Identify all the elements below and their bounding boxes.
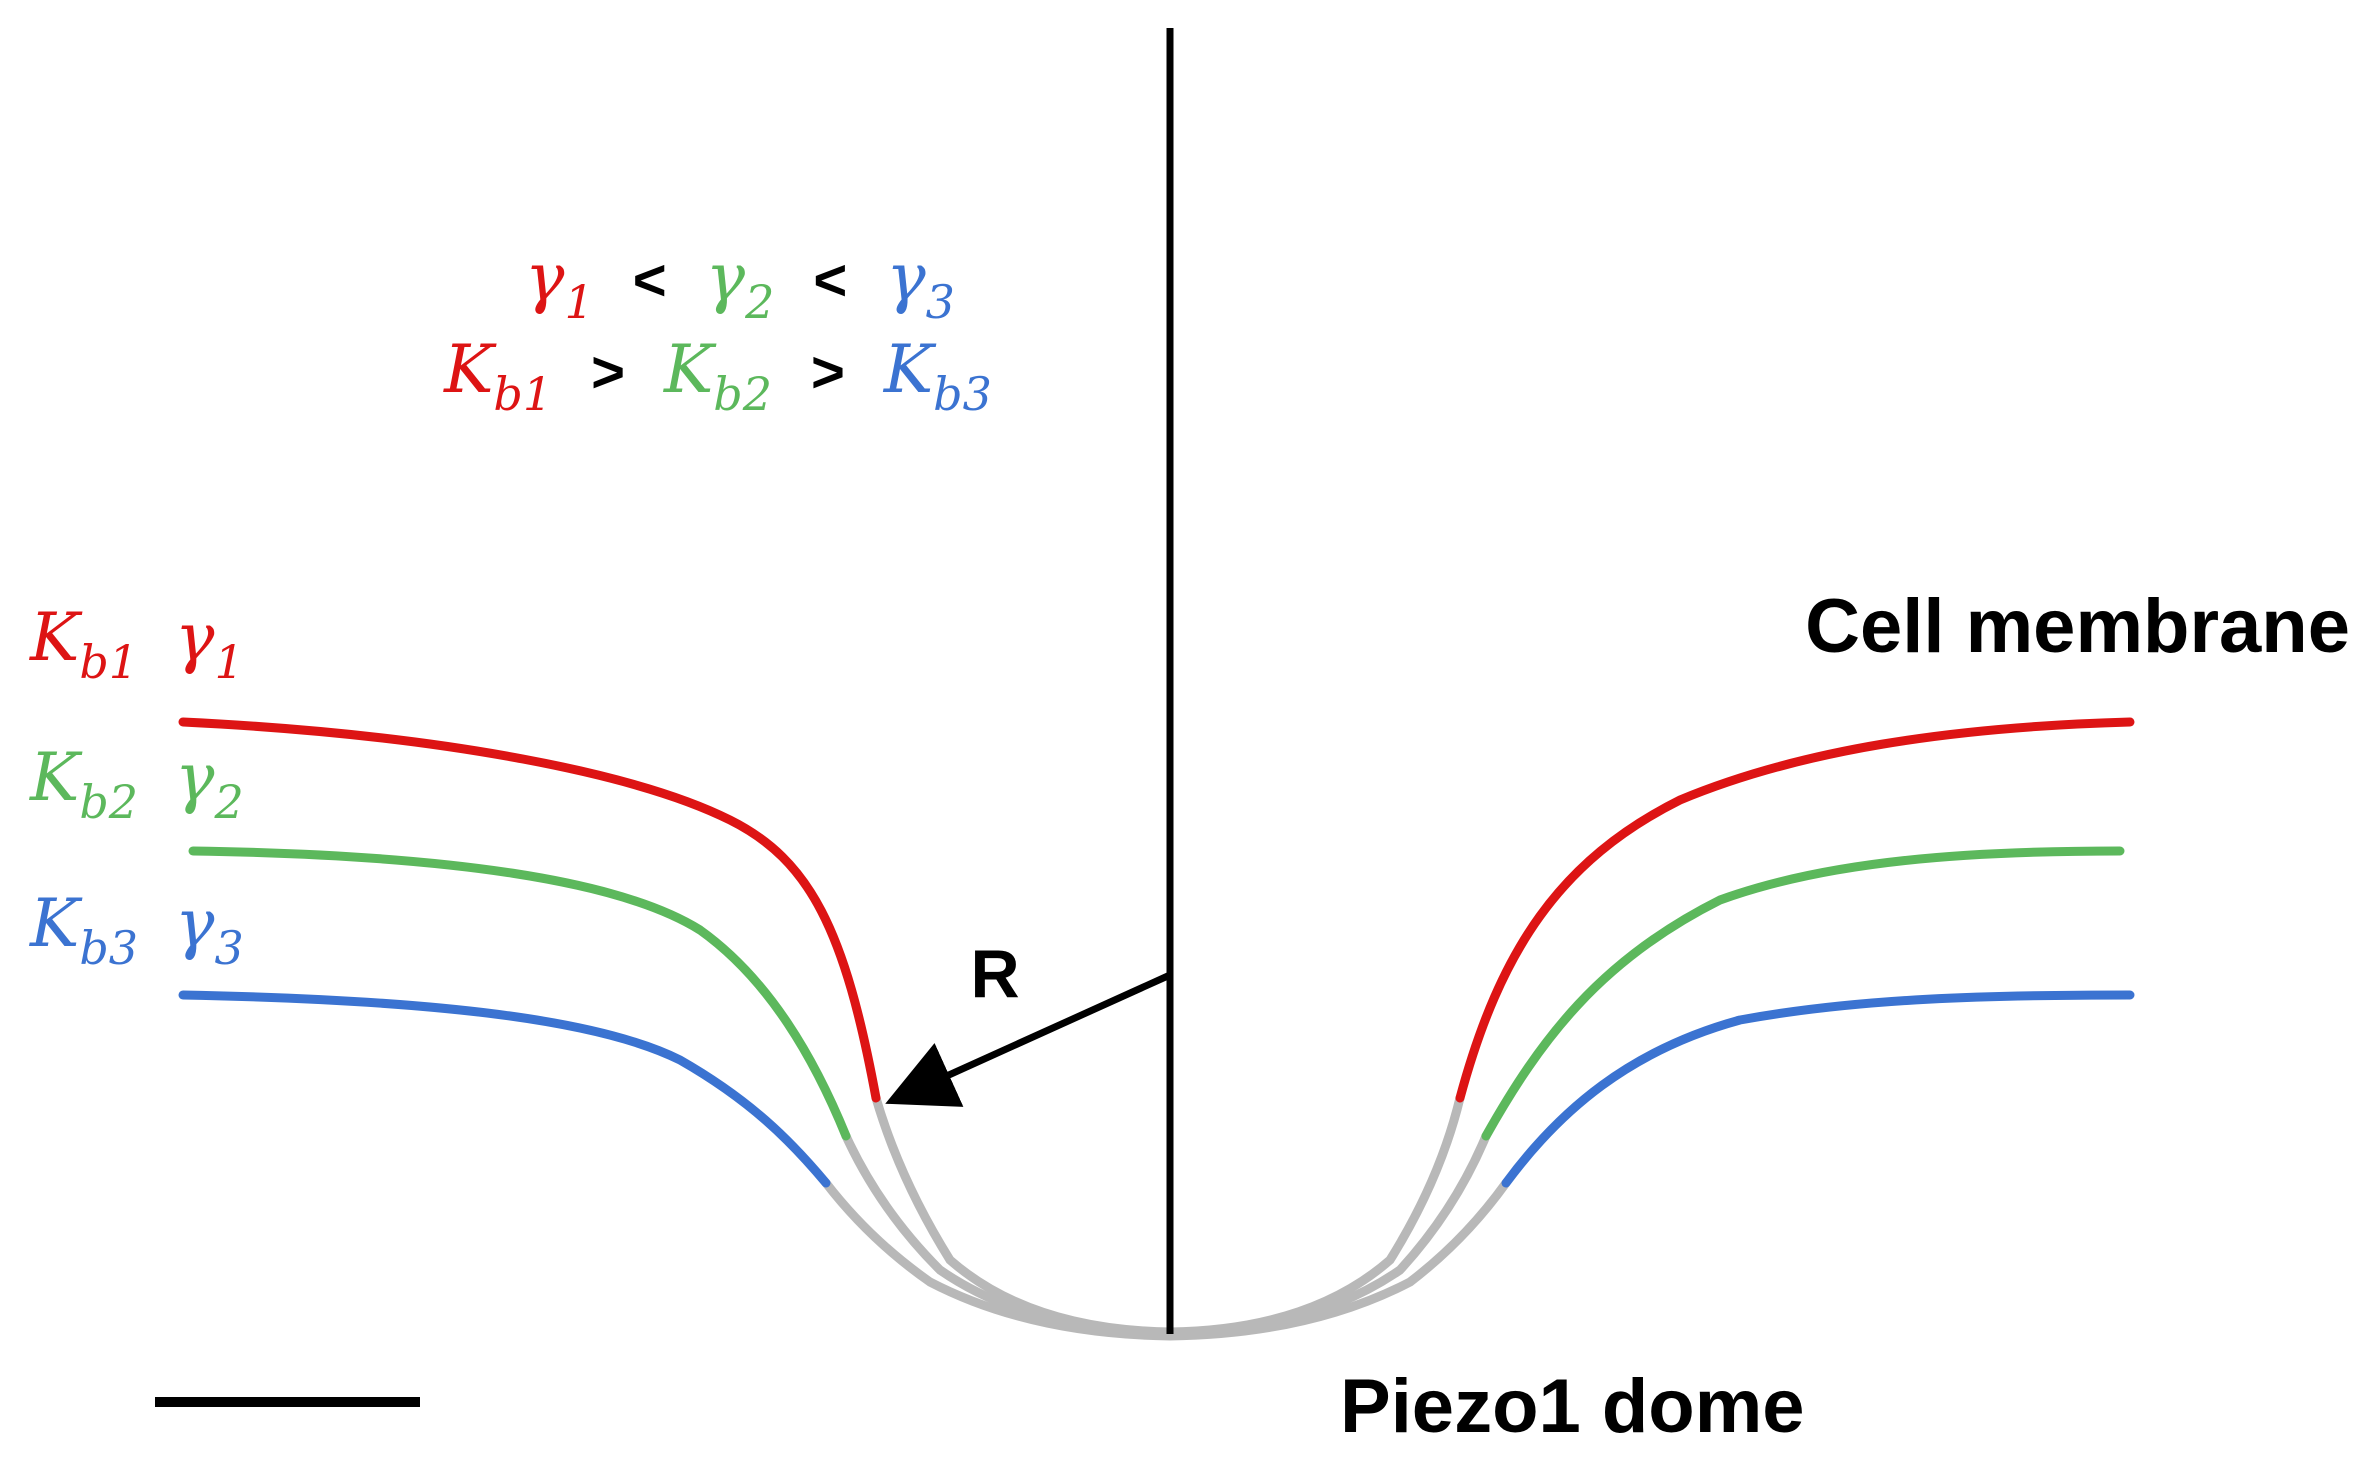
legend-kb2-subscript: b2 <box>79 775 138 829</box>
kb3-symbol: K <box>883 331 937 408</box>
legend-kb1-symbol: K <box>29 599 83 676</box>
legend-item-3: Kb3 γ3 <box>29 885 244 980</box>
membrane-curve-1-left <box>178 717 881 1103</box>
piezo1-dome-label: Piezo1 dome <box>1340 1364 1805 1449</box>
greater-than-operator: > <box>811 340 845 405</box>
gamma3-symbol: γ <box>886 239 926 316</box>
kb-order-relation: Kb1 > Kb2 > Kb3 <box>443 331 992 426</box>
membrane-curve-1-right <box>1455 717 2135 1103</box>
gamma-order-relation: γ1 < γ2 < γ3 <box>525 239 955 334</box>
legend-kb3-subscript: b3 <box>79 921 138 975</box>
radius-label: R <box>970 936 1019 1012</box>
legend-gamma2-symbol: γ <box>175 739 215 816</box>
dome-arc-3 <box>821 1178 1511 1341</box>
kb1-symbol: K <box>443 331 497 408</box>
gamma3-subscript: 3 <box>926 275 955 329</box>
legend-gamma1-subscript: 1 <box>214 635 243 689</box>
less-than-operator: < <box>633 248 667 313</box>
legend-gamma2-subscript: 2 <box>213 775 243 829</box>
kb1-subscript: b1 <box>493 367 552 421</box>
legend-kb2-symbol: K <box>29 739 83 816</box>
kb2-symbol: K <box>663 331 717 408</box>
greater-than-operator: > <box>591 340 625 405</box>
legend-gamma3-symbol: γ <box>175 885 215 962</box>
legend-gamma3-subscript: 3 <box>214 921 243 975</box>
legend-kb1-subscript: b1 <box>79 635 138 689</box>
radius-arrow <box>885 971 1172 1107</box>
legend-kb3-symbol: K <box>29 885 83 962</box>
membrane-curve-3-left <box>178 990 831 1188</box>
kb2-subscript: b2 <box>713 367 772 421</box>
legend-item-2: Kb2 γ2 <box>29 739 244 834</box>
legend-gamma1-symbol: γ <box>175 599 215 676</box>
legend-item-1: Kb1 γ1 <box>29 599 244 694</box>
kb3-subscript: b3 <box>933 367 992 421</box>
membrane-curve-2-right <box>1481 846 2125 1141</box>
gamma2-symbol: γ <box>706 239 746 316</box>
cell-membrane-label: Cell membrane <box>1805 584 2350 669</box>
membrane-curve-2-left <box>188 846 851 1141</box>
gamma2-subscript: 2 <box>744 275 774 329</box>
gamma1-subscript: 1 <box>565 275 594 329</box>
gamma1-symbol: γ <box>525 239 565 316</box>
less-than-operator: < <box>813 248 847 313</box>
dome-arc-2 <box>841 1131 1491 1339</box>
membrane-curve-3-right <box>1501 990 2135 1188</box>
